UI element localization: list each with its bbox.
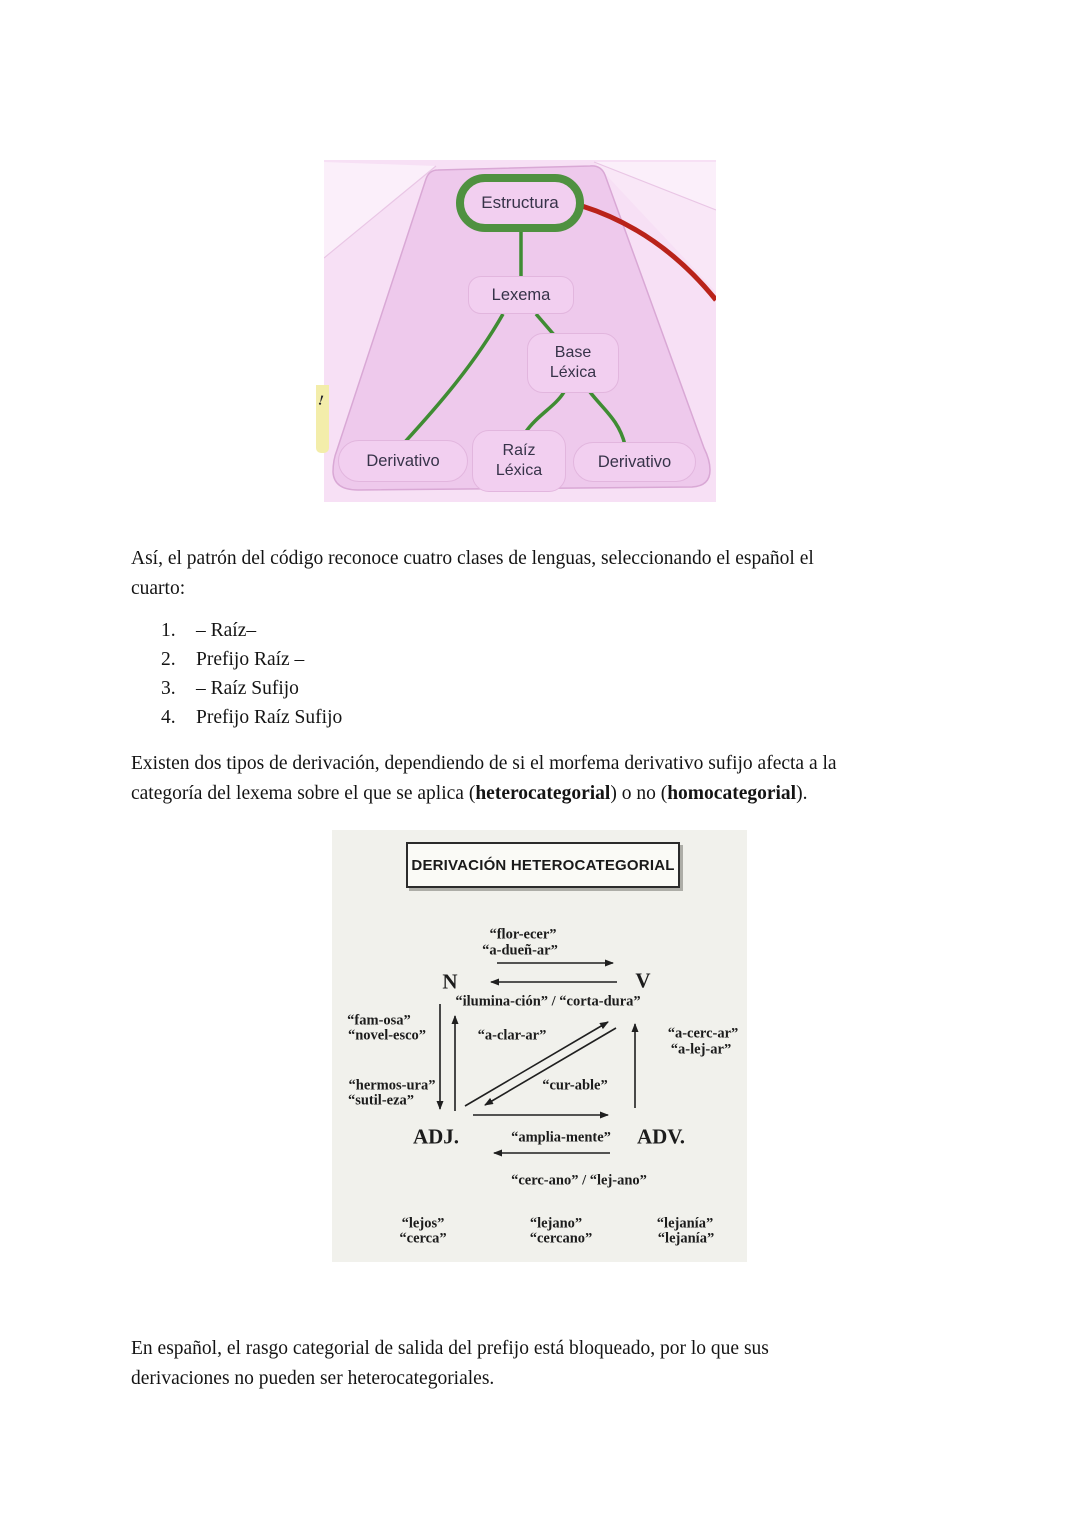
label-n: N — [442, 969, 458, 994]
node-lexema-label: Lexema — [491, 285, 551, 304]
label-alejar: “a-lej-ar” — [670, 1041, 732, 1058]
arrow-adj-to-v-diagonal — [464, 1021, 609, 1107]
label-aduenar: “a-dueñ-ar” — [482, 942, 558, 959]
list-item: 1. – Raíz– — [161, 620, 342, 649]
node-lexema: Lexema — [468, 276, 574, 314]
label-lejano: “lejano” — [529, 1215, 583, 1232]
clipped-sticky-note: ! — [316, 385, 329, 453]
note-glyph: ! — [317, 393, 325, 409]
paragraph-2-text: ). — [796, 783, 808, 804]
list-item-number: 1. — [161, 620, 176, 641]
morphology-tree-figure: Estructura Lexema Base Léxica Derivativo… — [324, 160, 716, 502]
backdrop-facet-left — [324, 162, 436, 258]
paragraph-1-line-2: cuarto: — [131, 578, 186, 599]
list-item-text: Prefijo Raíz Sufijo — [196, 707, 343, 728]
branch-base-derivativo-right — [588, 390, 627, 446]
label-lejania-1: “lejanía” — [656, 1215, 714, 1232]
label-novelesco: “novel-esco” — [347, 1027, 427, 1044]
node-raiz-label-line1: Raíz — [502, 442, 536, 459]
node-base-label-line1: Base — [554, 344, 592, 361]
node-derivativo-left-label: Derivativo — [366, 451, 440, 470]
label-lejos: “lejos” — [401, 1215, 445, 1232]
node-derivativo-right: Derivativo — [573, 442, 696, 482]
derivation-arrows — [436, 959, 639, 1157]
list-item-text: – Raíz– — [196, 620, 257, 641]
branch-lexema-base — [534, 312, 557, 338]
label-aclarar: “a-clar-ar” — [477, 1027, 547, 1044]
backdrop-fold-lines — [324, 161, 716, 259]
derivation-diagram-figure: DERIVACIÓN HETEROCATEGORIAL “flor-ecer” … — [332, 830, 747, 1262]
numbered-list: 1. – Raíz– 2. Prefijo Raíz – 3. – Raíz Sufi… — [161, 620, 342, 736]
red-link-curve — [581, 203, 716, 302]
node-base-lexica: Base Léxica — [527, 333, 619, 393]
list-item: 2. Prefijo Raíz – — [161, 649, 342, 678]
bold-homocategorial: homocategorial — [667, 783, 797, 804]
paragraph-3-line-2: derivaciones no pueden ser heterocategor… — [131, 1368, 495, 1389]
list-item-number: 4. — [161, 707, 176, 728]
list-item-text: – Raíz Sufijo — [196, 678, 299, 699]
list-item-number: 3. — [161, 678, 176, 699]
backdrop-facet-right2 — [594, 162, 716, 292]
label-cercano: “cercano” — [529, 1230, 593, 1247]
inner-trapezoid-panel — [332, 165, 711, 491]
node-derivativo-right-label: Derivativo — [597, 452, 672, 471]
derivation-diagram-canvas — [436, 959, 639, 1157]
label-adv: ADV. — [636, 1124, 686, 1149]
diagram-title-box: DERIVACIÓN HETEROCATEGORIAL — [406, 842, 680, 888]
label-cerca: “cerca” — [399, 1230, 447, 1247]
label-sutileza: “sutil-eza” — [347, 1092, 415, 1109]
label-lejania-2: “lejanía” — [657, 1230, 715, 1247]
paragraph-2-text: ) o no ( — [610, 783, 668, 804]
list-item-text: Prefijo Raíz – — [196, 649, 305, 670]
list-item-number: 2. — [161, 649, 176, 670]
label-ampliamente: “amplia-mente” — [511, 1129, 611, 1146]
label-famosa: “fam-osa” — [347, 1012, 411, 1029]
diagram-title: DERIVACIÓN HETEROCATEGORIAL — [411, 856, 675, 874]
label-cercano-lejano: “cerc-ano” / “lej-ano” — [511, 1172, 647, 1189]
paragraph-2-text: categoría del lexema sobre el que se apl… — [131, 783, 476, 804]
bold-heterocategorial: heterocategorial — [475, 783, 611, 804]
paragraph-2-line-2: categoría del lexema sobre el que se apl… — [131, 782, 807, 806]
paragraph-1-line-1: Así, el patrón del código reconoce cuatr… — [131, 548, 814, 569]
branch-base-raiz — [523, 391, 566, 434]
node-raiz-label-line2: Léxica — [495, 462, 543, 479]
tree-branches — [402, 232, 627, 446]
node-derivativo-left: Derivativo — [338, 440, 468, 482]
paragraph-2-line-1: Existen dos tipos de derivación, dependi… — [131, 753, 837, 774]
branch-lexema-derivativo-left — [402, 313, 505, 445]
paragraph-3-line-1: En español, el rasgo categorial de salid… — [131, 1338, 769, 1359]
label-acercar: “a-cerc-ar” — [667, 1025, 739, 1042]
node-base-label-line2: Léxica — [549, 364, 597, 381]
label-florecer: “flor-ecer” — [489, 926, 557, 943]
list-item: 3. – Raíz Sufijo — [161, 678, 342, 707]
arrow-v-to-adj-diagonal — [484, 1027, 617, 1106]
list-item: 4. Prefijo Raíz Sufijo — [161, 707, 342, 736]
label-v: V — [635, 968, 651, 993]
label-curable: “cur-able” — [542, 1077, 608, 1094]
label-adj: ADJ. — [412, 1124, 460, 1149]
label-hermosura: “hermos-ura” — [348, 1077, 436, 1094]
node-estructura-label: Estructura — [481, 193, 559, 212]
node-estructura: Estructura — [456, 174, 584, 232]
label-iluminacion-cortadura: “ilumina-ción” / “corta-dura” — [455, 993, 641, 1010]
node-raiz-lexica: Raíz Léxica — [472, 430, 566, 492]
